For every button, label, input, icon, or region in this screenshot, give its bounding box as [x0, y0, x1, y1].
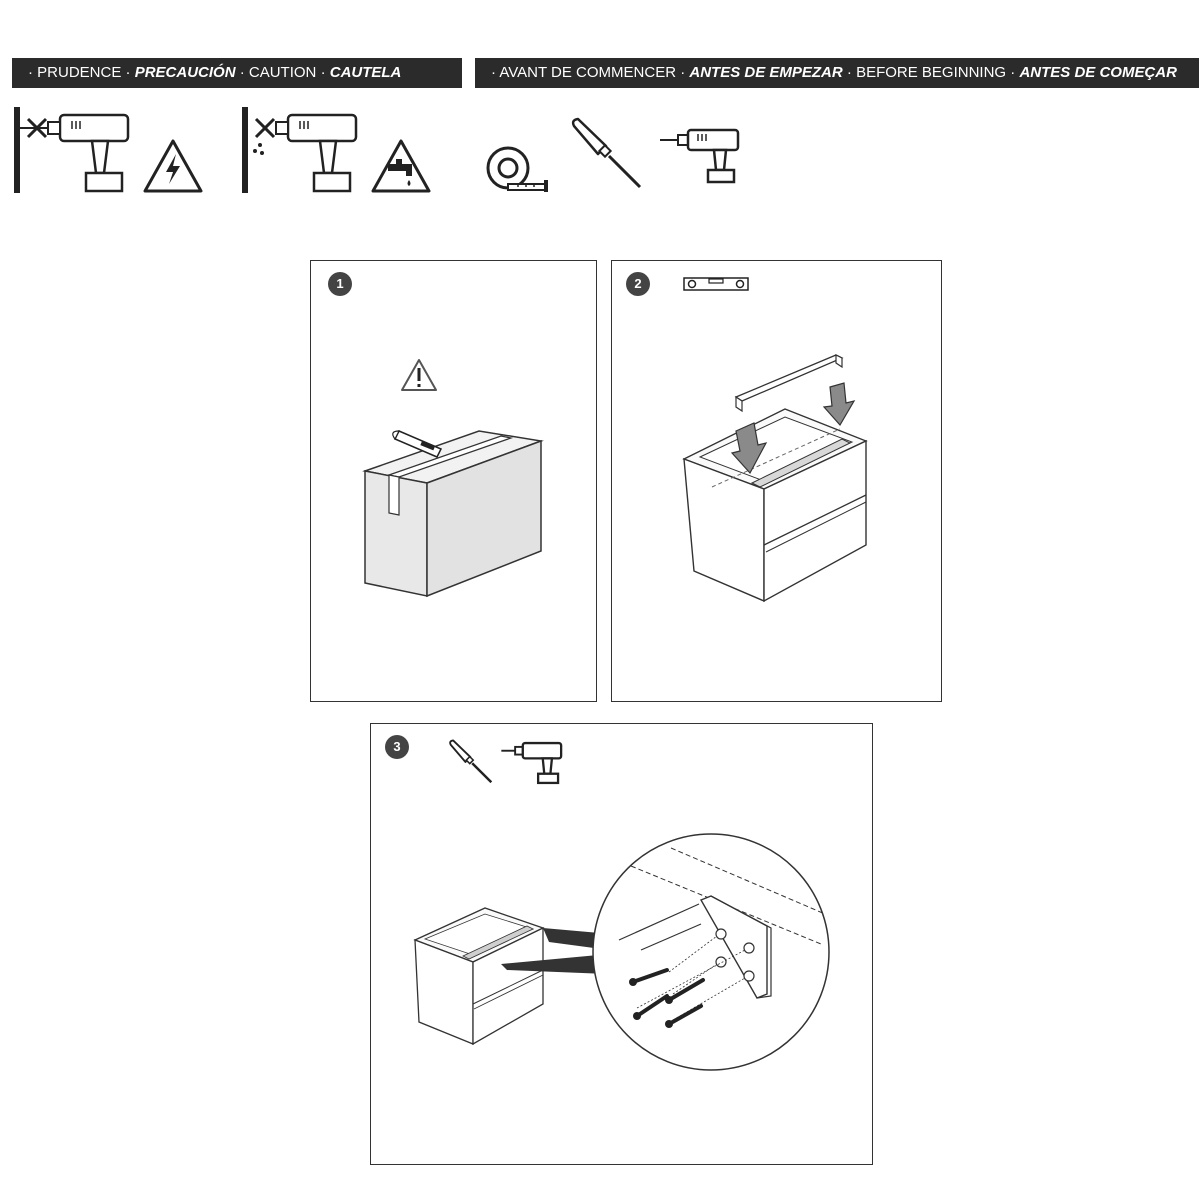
- caution-label-pt: CAUTELA: [329, 64, 402, 81]
- magnified-detail-circle: [592, 833, 830, 1071]
- vanity-cabinet-drawing: [680, 349, 880, 609]
- caution-label-en: CAUTION: [248, 64, 317, 81]
- screw-2: [633, 994, 669, 1020]
- screwdriver-icon: [568, 116, 646, 192]
- screw-3: [665, 978, 705, 1004]
- before-label-en: BEFORE BEGINNING: [856, 64, 1007, 81]
- small-cabinet: [413, 907, 545, 1046]
- mounting-rail: [734, 354, 844, 413]
- power-drill-icon: [658, 126, 742, 186]
- step-3-badge: 3: [385, 735, 409, 759]
- screw-1: [629, 968, 669, 986]
- step-1-badge: 1: [328, 272, 352, 296]
- warning-icon: [399, 357, 439, 393]
- arrow-down-right: [822, 382, 856, 427]
- step-2-badge: 2: [626, 272, 650, 296]
- spirit-level-icon: [683, 275, 749, 293]
- no-drill-water-icon: [240, 105, 360, 197]
- power-drill-icon: [499, 740, 565, 786]
- before-beginning-header-bar: · AVANT DE COMMENCER · ANTES DE EMPEZAR …: [475, 58, 1199, 88]
- step-2-panel: 2: [611, 260, 942, 702]
- caution-label-fr: PRUDENCE: [37, 64, 122, 81]
- water-pipe-hazard-icon: [370, 138, 432, 194]
- screwdriver-icon: [447, 738, 495, 786]
- before-label-pt: ANTES DE COMEÇAR: [1019, 64, 1177, 81]
- caution-label-es: PRECAUCIÓN: [134, 64, 236, 81]
- electric-hazard-icon: [142, 138, 204, 194]
- caution-header-bar: · PRUDENCE · PRECAUCIÓN · CAUTION · CAUT…: [12, 58, 462, 88]
- screw-4: [665, 1004, 703, 1028]
- step-3-panel: 3: [370, 723, 873, 1165]
- before-label-fr: AVANT DE COMMENCER: [499, 64, 677, 81]
- arrow-down-left: [730, 422, 768, 475]
- rail-screw-detail-drawing: [411, 824, 831, 1154]
- step-1-panel: 1: [310, 260, 597, 702]
- before-label-es: ANTES DE EMPEZAR: [689, 64, 843, 81]
- cardboard-box-drawing: [359, 411, 549, 601]
- tape-measure-icon: [484, 140, 550, 196]
- utility-knife-icon: [392, 430, 443, 458]
- no-drill-electric-icon: [12, 105, 132, 197]
